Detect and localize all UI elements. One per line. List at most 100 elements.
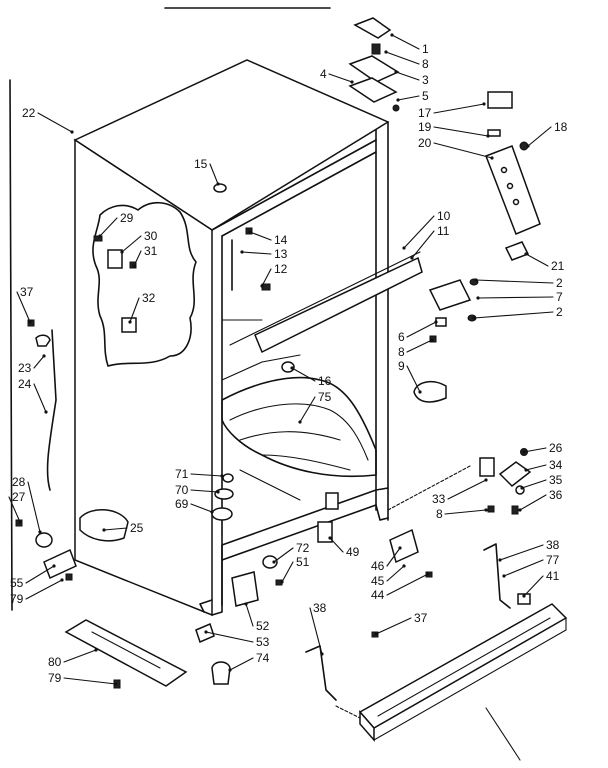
callout-label-c25: 25	[130, 521, 144, 535]
part-36-screw	[511, 505, 519, 515]
callout-label-c4: 4	[320, 67, 327, 81]
callout-label-c80: 80	[48, 655, 62, 669]
callout-leader-c12	[261, 268, 272, 287]
callout-arrowhead-c33	[484, 478, 488, 482]
callout-leader-c36	[519, 494, 547, 511]
callout-leader-c44	[386, 573, 429, 596]
callout-label-c9: 9	[398, 359, 405, 373]
callout-leader-c72	[273, 547, 294, 563]
left-foot	[199, 599, 213, 613]
callout-arrowhead-c27	[18, 520, 22, 524]
part-38-bracket-lower	[305, 645, 337, 701]
callout-leader-c29	[99, 217, 118, 237]
callout-label-c70: 70	[175, 483, 189, 497]
callout-arrowhead-c8a	[384, 50, 388, 54]
callout-arrowhead-c34	[524, 468, 528, 472]
callout-label-c37a: 37	[20, 285, 34, 299]
divider-guide	[229, 251, 421, 346]
callout-arrowhead-c15	[216, 182, 220, 186]
callout-label-c15: 15	[194, 157, 208, 171]
callout-leader-c27	[8, 496, 21, 523]
callout-label-c36: 36	[549, 488, 563, 502]
bracket-hole-3	[512, 198, 520, 206]
callout-leader-c16	[291, 367, 316, 382]
callout-leader-c28	[27, 481, 41, 533]
callout-label-c29: 29	[120, 211, 134, 225]
callout-label-c18: 18	[554, 120, 568, 134]
callout-leader-c14	[249, 231, 272, 241]
callout-leader-c19	[433, 126, 489, 137]
part-69-drain	[211, 507, 233, 521]
callout-arrowhead-c72	[272, 560, 276, 564]
grille-bottom-edge	[373, 629, 567, 741]
part-3-hinge	[348, 55, 400, 83]
callout-leader-c74	[229, 657, 254, 671]
callout-arrowhead-c22	[70, 130, 74, 134]
callout-arrowhead-c10	[402, 246, 406, 250]
callout-leader-c34	[525, 464, 547, 471]
callout-leader-c2b	[473, 311, 554, 319]
part-72-cap	[262, 555, 278, 569]
front-rail-block	[325, 492, 339, 510]
callout-leader-c71	[190, 473, 223, 477]
bottom-front-rail	[211, 487, 389, 616]
callout-label-c8b: 8	[398, 345, 405, 359]
callout-arrowhead-c21	[524, 252, 528, 256]
callout-arrowhead-c75	[298, 420, 302, 424]
callout-label-c20: 20	[418, 136, 432, 150]
callout-label-c34: 34	[549, 458, 563, 472]
callout-label-c17: 17	[418, 106, 432, 120]
callout-label-c16: 16	[318, 374, 332, 388]
front-top-flange-inner	[221, 151, 377, 237]
callout-arrowhead-c23	[42, 354, 46, 358]
callout-arrowhead-c71	[220, 474, 224, 478]
rail-detail	[91, 631, 161, 669]
callout-arrowhead-c3	[394, 70, 398, 74]
callout-arrowhead-c49	[328, 536, 332, 540]
part-15-plug	[213, 183, 227, 193]
callout-label-c45: 45	[371, 574, 385, 588]
callout-leader-c8c	[444, 509, 487, 515]
divider-rail	[254, 256, 423, 354]
callout-leader-c5	[397, 95, 420, 101]
leader-dash-1	[387, 465, 471, 511]
callout-label-c31: 31	[144, 244, 158, 258]
pan-contour-2	[239, 431, 341, 441]
left-margin-rule	[9, 79, 13, 611]
grille-front	[358, 603, 568, 729]
callout-arrowhead-c18	[526, 144, 530, 148]
part-7-hinge	[428, 279, 472, 311]
callout-arrowhead-c45	[402, 564, 406, 568]
callout-arrowhead-c52	[244, 602, 248, 606]
part-80-rail	[64, 619, 188, 687]
part-46-bracket	[389, 528, 419, 564]
part-23-tube	[46, 329, 57, 491]
callout-label-c27: 27	[12, 490, 26, 504]
callout-arrowhead-c79a	[60, 578, 64, 582]
callout-leader-c32	[129, 297, 140, 323]
callout-arrowhead-c17	[482, 102, 486, 106]
callout-label-c13: 13	[274, 247, 288, 261]
pan-contour-1	[229, 403, 369, 461]
callout-leader-c38a	[499, 544, 544, 561]
callout-leader-c13	[241, 251, 272, 255]
part-8-screw	[371, 43, 381, 55]
part-41-clip	[517, 593, 531, 605]
callout-arrowhead-c24	[44, 410, 48, 414]
callout-label-c11: 11	[437, 224, 450, 238]
front-top-flange	[211, 139, 377, 231]
callout-label-c8a: 8	[422, 57, 429, 71]
bracket-hole-1	[500, 166, 508, 174]
part-29-screw	[93, 235, 103, 242]
callout-leader-c23	[33, 355, 45, 369]
callout-arrowhead-c20	[490, 156, 494, 160]
callout-leader-c70	[190, 489, 219, 493]
callout-label-c3: 3	[422, 73, 429, 87]
callout-label-c72: 72	[296, 541, 310, 555]
callout-leader-c49	[329, 537, 344, 553]
callout-label-c49: 49	[346, 545, 360, 559]
callout-leader-c51	[281, 561, 294, 583]
callout-label-c2b: 2	[556, 305, 563, 319]
callout-label-c46: 46	[371, 559, 385, 573]
